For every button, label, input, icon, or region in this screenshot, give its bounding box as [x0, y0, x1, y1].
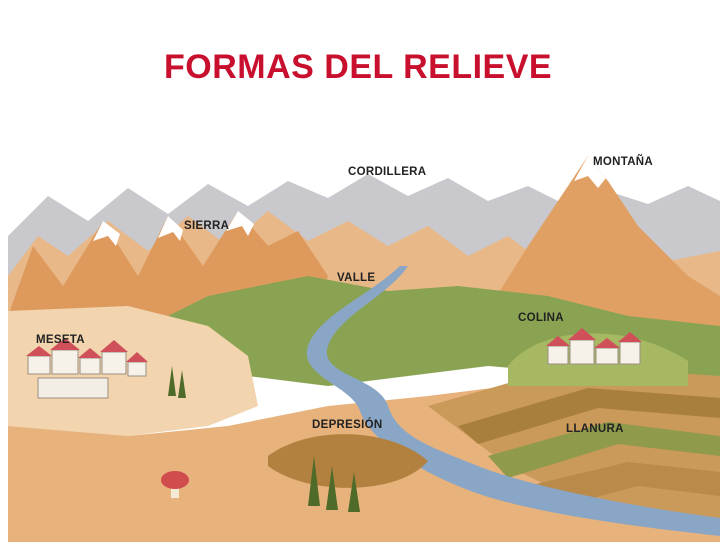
depresion-hollow	[268, 434, 428, 488]
field-stripe-1	[458, 388, 720, 444]
field-stripe-2	[488, 422, 720, 478]
label-depresion: DEPRESIÓN	[312, 419, 383, 431]
label-meseta: MESETA	[36, 334, 85, 346]
label-cordillera: CORDILLERA	[348, 166, 427, 178]
label-sierra: SIERRA	[184, 220, 230, 232]
label-montana: MONTAÑA	[593, 156, 654, 168]
montana-snow	[574, 156, 608, 188]
label-valle: VALLE	[337, 272, 376, 284]
trees	[168, 366, 360, 512]
sierra-snow	[93, 211, 254, 246]
meseta-town	[26, 338, 148, 399]
label-llanura: LLANURA	[566, 423, 624, 435]
page-title: FORMAS DEL RELIEVE	[164, 48, 553, 86]
river	[306, 266, 720, 536]
relief-illustration	[8, 156, 720, 542]
mushroom	[161, 471, 189, 498]
label-colina: COLINA	[518, 312, 564, 324]
colina-town	[546, 328, 642, 365]
